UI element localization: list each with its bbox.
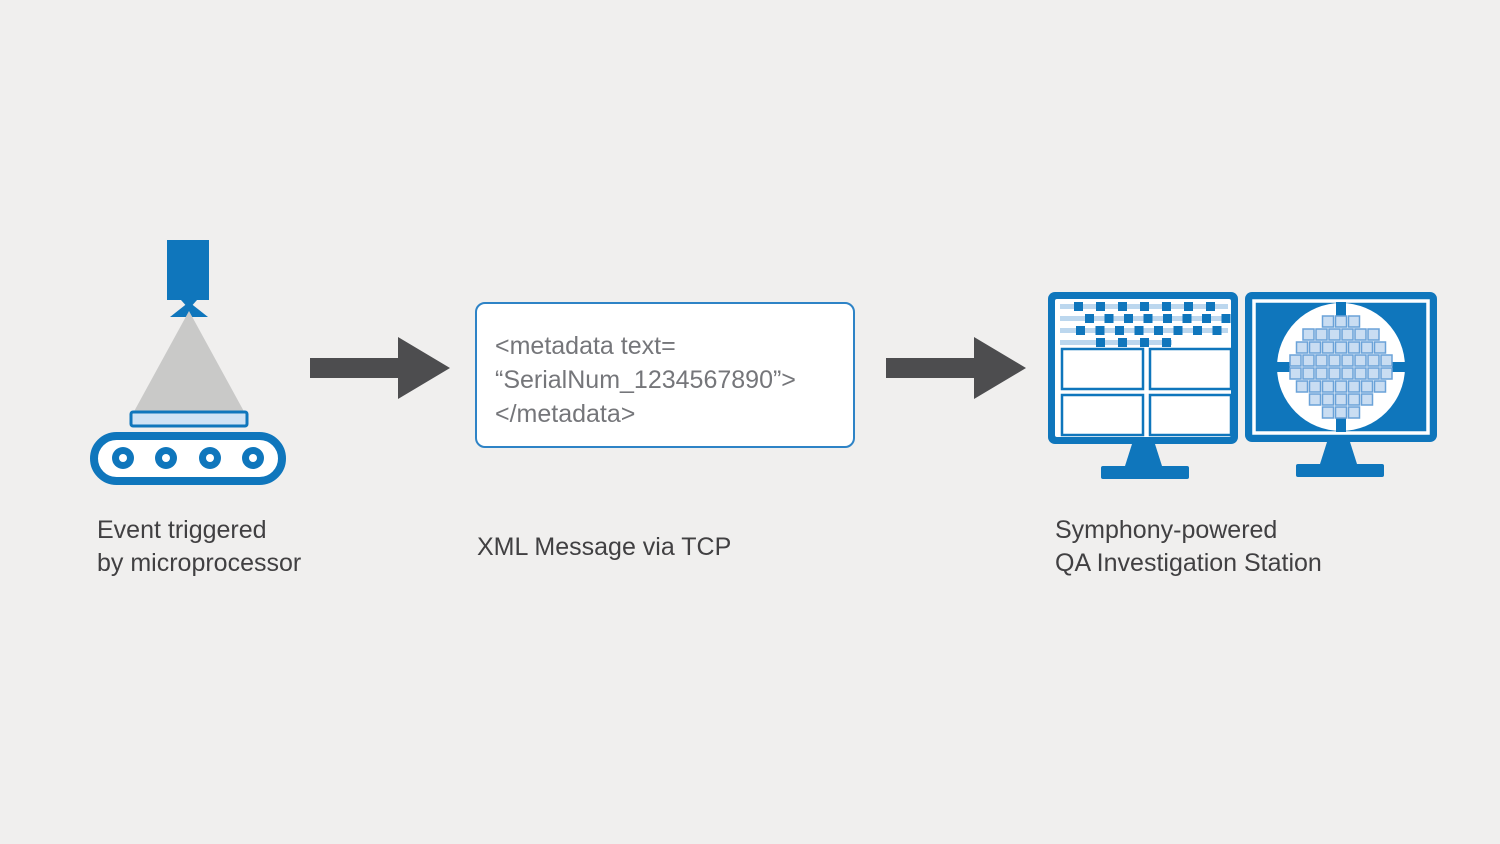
wafer-monitor xyxy=(1245,292,1437,477)
monitor-stand-base xyxy=(1101,466,1189,479)
camera-lens-cone xyxy=(170,302,208,317)
flow-arrow-1 xyxy=(310,337,450,399)
data-rows xyxy=(1060,302,1231,347)
wafer-die-map xyxy=(1289,315,1393,419)
xml-line: </metadata> xyxy=(495,400,636,428)
trigger-caption: Event triggered by microprocessor xyxy=(97,514,301,580)
dual-monitor-icon xyxy=(1048,292,1437,479)
conveyor-rollers xyxy=(112,447,264,469)
data-panels xyxy=(1060,347,1233,437)
caption-line: Symphony-powered xyxy=(1055,516,1278,544)
monitor-stand-neck xyxy=(1125,444,1162,466)
flow-arrow-2 xyxy=(886,337,1026,399)
station-caption: Symphony-powered QA Investigation Statio… xyxy=(1055,514,1322,580)
xml-line: <metadata text= xyxy=(495,332,676,360)
xml-message-box: <metadata text= “SerialNum_1234567890”> … xyxy=(475,302,855,448)
crosshair-notches xyxy=(1276,302,1406,432)
conveyor-belt xyxy=(90,432,286,485)
monitor-stand-neck xyxy=(1320,442,1357,464)
camera-body xyxy=(167,240,209,300)
monitor-stand-base xyxy=(1296,464,1384,477)
caption-line: XML Message via TCP xyxy=(477,533,732,561)
data-monitor xyxy=(1048,292,1238,479)
xml-line: “SerialNum_1234567890”> xyxy=(495,366,796,394)
scanned-part-plate xyxy=(129,410,249,428)
caption-line: QA Investigation Station xyxy=(1055,549,1322,577)
message-caption: XML Message via TCP xyxy=(477,531,731,564)
light-cone xyxy=(131,311,247,417)
caption-line: by microprocessor xyxy=(97,549,302,577)
caption-line: Event triggered xyxy=(97,516,267,544)
camera-over-conveyor-icon xyxy=(90,240,286,485)
